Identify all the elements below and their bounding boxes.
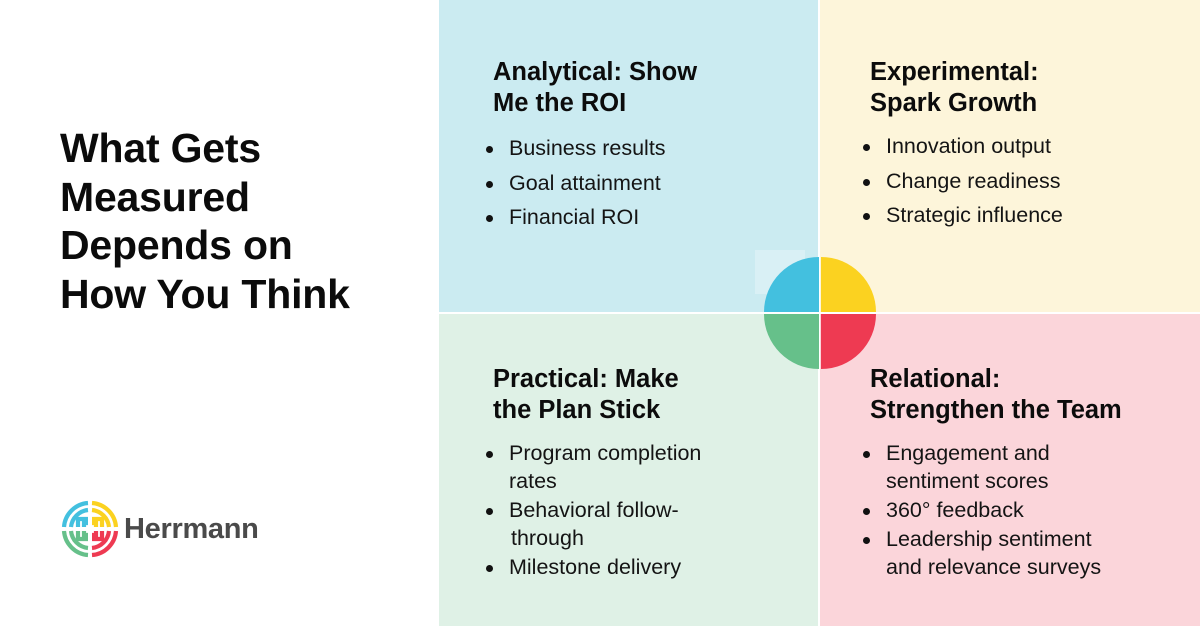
title-line: Depends on <box>60 222 293 268</box>
list-item: Innovation output <box>861 132 1063 161</box>
bullet-icon <box>863 213 870 220</box>
item-text: Leadership sentiment <box>886 527 1092 551</box>
metrics-list: Engagement and sentiment scores 360° fee… <box>861 439 1101 582</box>
item-text: Strategic influence <box>886 203 1063 227</box>
item-text: Change readiness <box>886 168 1061 193</box>
item-text: Financial ROI <box>509 205 640 229</box>
quadrant-relational: Relational: Strengthen the Team Engageme… <box>820 314 1200 626</box>
heading-line: Experimental: <box>870 58 1039 86</box>
metrics-list: Program completion rates Behavioral foll… <box>484 439 701 582</box>
title-line: Measured <box>60 173 250 220</box>
metrics-list: Business results Goal attainment Financi… <box>484 134 666 238</box>
list-item: Behavioral follow- through <box>484 496 701 552</box>
list-item: Change readiness <box>861 167 1063 196</box>
heading-line: Strengthen the Team <box>870 396 1122 424</box>
circle-segment-practical <box>764 314 819 369</box>
title-line: How You Think <box>60 270 350 317</box>
list-item: Strategic influence <box>861 201 1063 230</box>
quadrant-heading: Experimental: Spark Growth <box>870 57 1039 119</box>
quadrant-heading: Analytical: Show Me the ROI <box>493 57 697 119</box>
bullet-icon <box>863 178 870 186</box>
list-item: Engagement and sentiment scores <box>861 439 1101 495</box>
bullet-icon <box>486 180 493 188</box>
item-text: sentiment scores <box>886 469 1049 493</box>
list-item: Financial ROI <box>484 203 666 232</box>
quadrant-heading: Practical: Make the Plan Stick <box>493 364 679 426</box>
item-text: Goal attainment <box>509 170 661 195</box>
heading-line: Analytical: Show <box>493 58 698 86</box>
bullet-icon <box>486 146 493 153</box>
item-text: Business results <box>509 136 666 160</box>
list-item: Milestone delivery <box>484 553 701 581</box>
bullet-icon <box>486 215 493 222</box>
quadrant-grid: Analytical: Show Me the ROI Business res… <box>439 0 1200 626</box>
quadrant-analytical: Analytical: Show Me the ROI Business res… <box>439 0 818 312</box>
bullet-icon <box>486 451 493 458</box>
heading-line: Practical: Make <box>493 365 679 393</box>
item-text: Milestone delivery <box>509 555 682 579</box>
quadrant-heading: Relational: Strengthen the Team <box>870 364 1122 426</box>
four-quadrant-circle-icon <box>764 257 876 369</box>
circle-segment-relational <box>821 314 876 369</box>
list-item: 360° feedback <box>861 496 1101 524</box>
list-item: Program completion rates <box>484 439 701 495</box>
heading-line: Spark Growth <box>870 89 1038 117</box>
item-text: 360° feedback <box>886 498 1024 522</box>
bullet-icon <box>486 565 493 572</box>
heading-line: Me the ROI <box>493 89 627 117</box>
logo-wordmark: Herrmann <box>124 512 259 545</box>
list-item: Business results <box>484 134 666 163</box>
bullet-icon <box>863 508 870 515</box>
item-text: Engagement and <box>886 441 1050 465</box>
list-item: Goal attainment <box>484 169 666 198</box>
heading-line: the Plan Stick <box>493 396 661 424</box>
herrmann-logo: Herrmann <box>58 497 259 561</box>
bullet-icon <box>486 508 493 515</box>
page-title: What Gets Measured Depends on How You Th… <box>60 124 420 318</box>
bullet-icon <box>863 537 870 544</box>
list-item: Leadership sentiment and relevance surve… <box>861 525 1101 581</box>
metrics-list: Innovation output Change readiness Strat… <box>861 132 1063 236</box>
item-text: through <box>511 526 584 550</box>
herrmann-whole-brain-knot-icon <box>61 500 119 558</box>
item-text: Program completion <box>509 441 702 465</box>
bullet-icon <box>863 451 870 458</box>
quadrant-practical: Practical: Make the Plan Stick Program c… <box>439 314 818 626</box>
quadrant-experimental: Experimental: Spark Growth Innovation ou… <box>820 0 1200 312</box>
title-line: What Gets <box>60 125 261 171</box>
circle-segment-analytical <box>764 257 819 312</box>
circle-segment-experimental <box>821 257 876 312</box>
heading-line: Relational: <box>870 365 1001 393</box>
bullet-icon <box>863 144 870 151</box>
item-text: Innovation output <box>886 134 1051 158</box>
item-text: and relevance surveys <box>886 555 1102 579</box>
item-text: rates <box>509 469 557 493</box>
item-text: Behavioral follow- <box>509 498 679 522</box>
